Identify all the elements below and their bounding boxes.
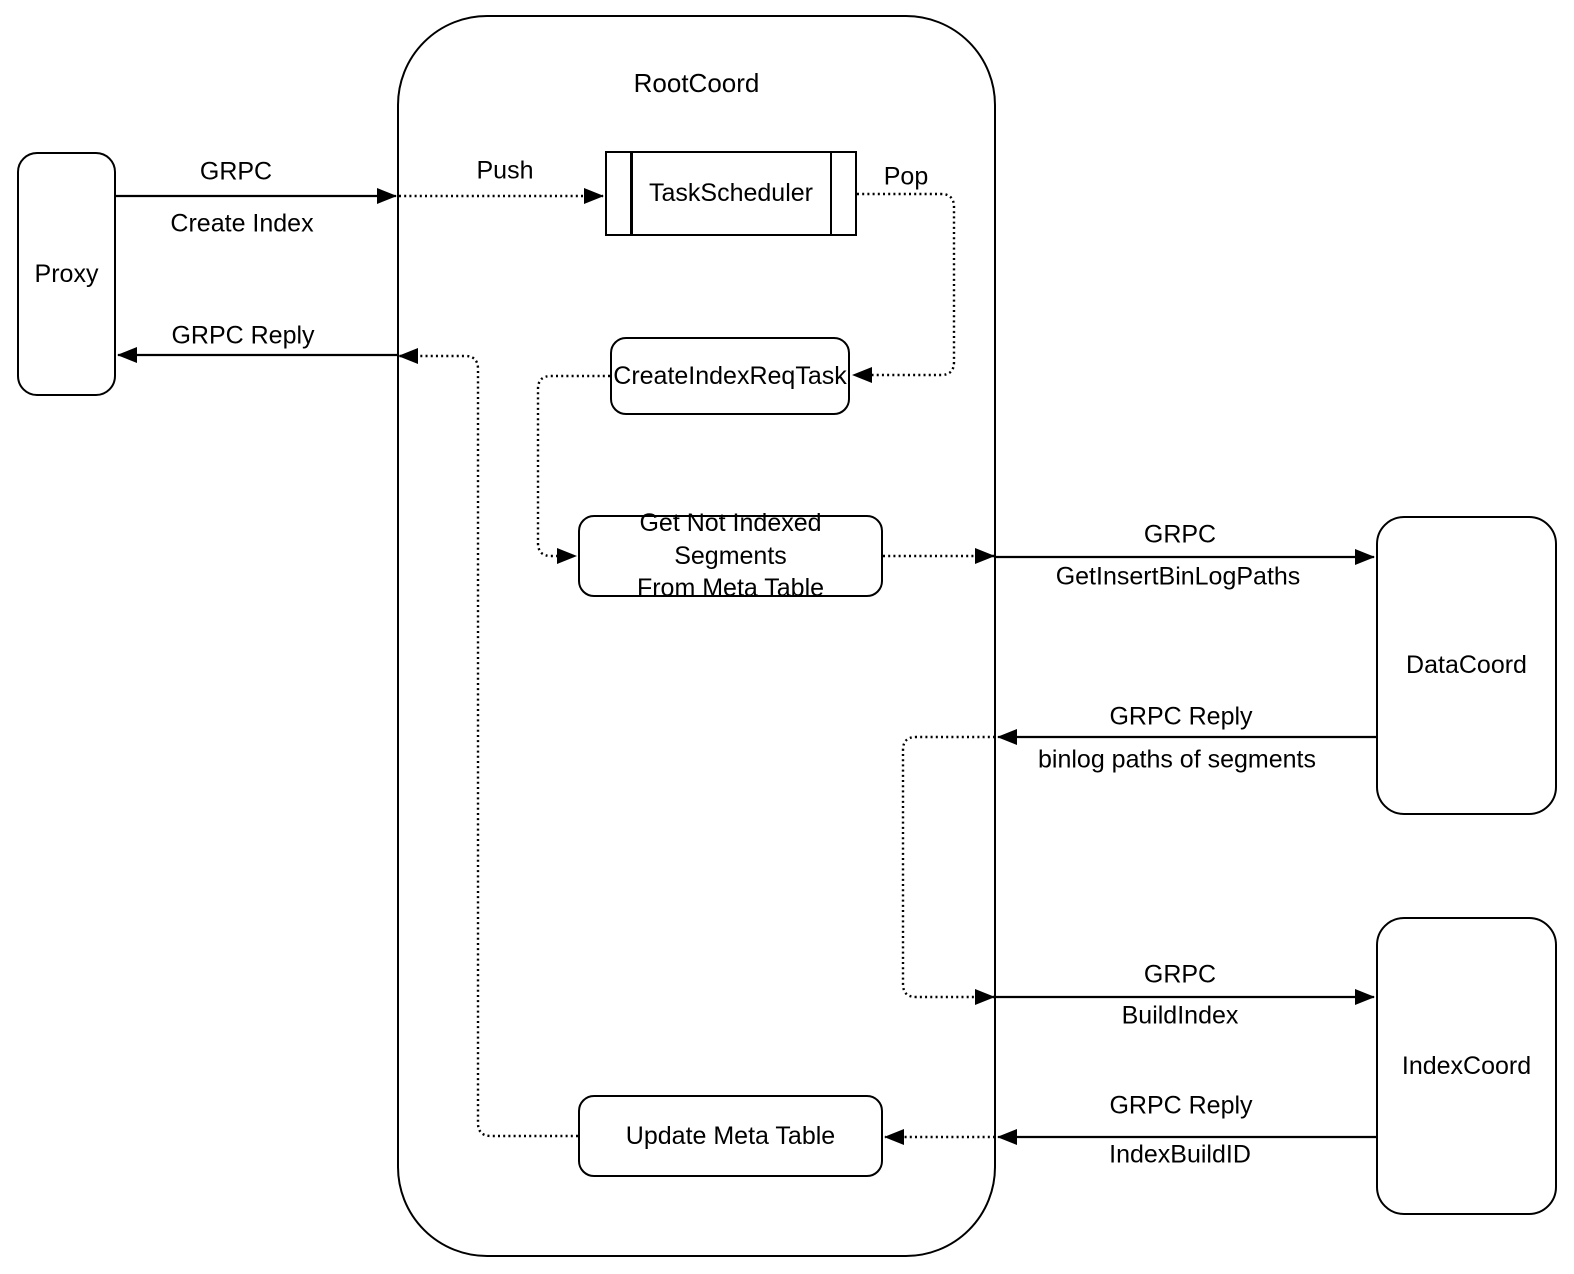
node-create-index-req-task: CreateIndexReqTask [610,337,850,415]
task-scheduler-right-bar [829,153,832,234]
label-getinsertbinlogpaths: GetInsertBinLogPaths [1055,562,1301,591]
node-update-meta-table-label: Update Meta Table [625,1121,836,1150]
node-proxy: Proxy [17,152,116,396]
node-get-not-indexed-segments: Get Not Indexed Segments From Meta Table [578,509,883,602]
node-index-coord: IndexCoord [1376,917,1557,1215]
label-grpc-build: GRPC [1143,960,1217,989]
node-proxy-label: Proxy [34,259,99,288]
node-rootcoord: RootCoord [397,15,996,1257]
label-pop: Pop [883,162,929,191]
rootcoord-title: RootCoord [633,68,760,98]
label-grpc-reply-data: GRPC Reply [1109,702,1253,731]
label-grpc-getinsert: GRPC [1143,520,1217,549]
node-create-index-req-task-label: CreateIndexReqTask [613,361,847,390]
node-task-scheduler-label: TaskScheduler [649,179,813,208]
label-binlog-paths: binlog paths of segments [1038,745,1316,774]
label-grpc-create: GRPC [199,157,273,186]
node-data-coord: DataCoord [1376,516,1557,815]
label-indexbuildid: IndexBuildID [1109,1140,1251,1169]
node-task-scheduler: TaskScheduler [605,151,857,236]
edge-internal-binlog-to-buildindex [901,735,995,1005]
node-update-meta-table: Update Meta Table [578,1095,883,1177]
task-scheduler-left-bar [630,153,633,234]
label-push: Push [476,156,534,185]
get-not-indexed-line2: From Meta Table [636,574,825,603]
label-grpc-reply-index: GRPC Reply [1109,1091,1253,1120]
label-grpc-reply-left: GRPC Reply [171,321,315,350]
node-get-not-indexed-label: Get Not Indexed Segments From Meta Table [580,507,881,605]
edge-pop [852,192,956,383]
label-create-index: Create Index [170,209,314,238]
get-not-indexed-line1: Get Not Indexed Segments [639,509,822,570]
node-data-coord-label: DataCoord [1406,651,1527,680]
label-buildindex: BuildIndex [1121,1001,1239,1030]
edge-task-to-get-not-indexed [536,374,610,564]
edge-update-meta-to-reply [398,348,578,1138]
node-index-coord-label: IndexCoord [1401,1051,1532,1080]
